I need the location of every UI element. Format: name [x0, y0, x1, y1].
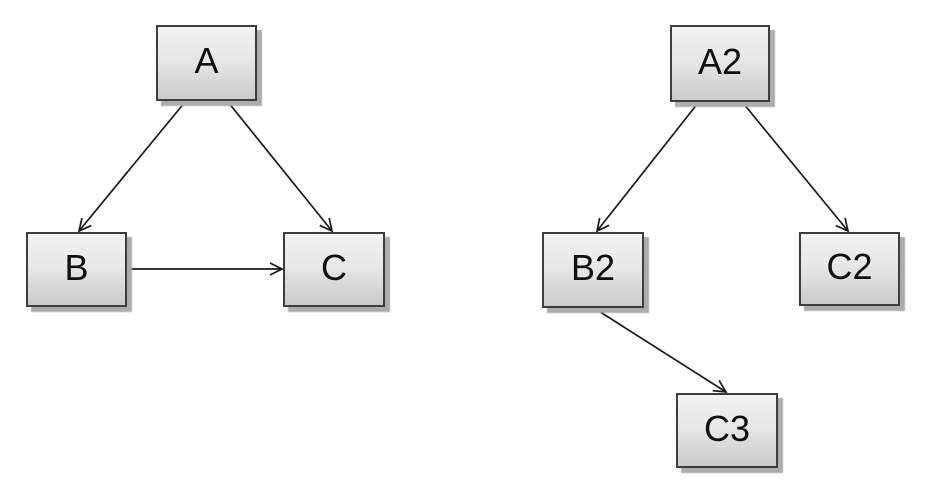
node-B2-label: B2: [570, 247, 616, 288]
edge-B2-to-C3: [593, 307, 728, 394]
edge-A-to-B: [77, 101, 186, 233]
node-A2-label: A2: [697, 40, 743, 82]
node-C: C: [283, 232, 385, 307]
node-C2: C2: [799, 232, 900, 306]
node-A: A: [156, 25, 257, 101]
node-B2: B2: [542, 232, 644, 308]
node-C2-label: C2: [826, 246, 873, 287]
edge-A2-to-B2: [595, 102, 699, 233]
node-B: B: [26, 232, 127, 307]
node-A2: A2: [670, 25, 770, 102]
edge-A2-to-C2: [742, 102, 850, 233]
node-B-label: B: [64, 246, 89, 288]
node-C3-label: C3: [703, 407, 751, 449]
node-A-label: A: [194, 40, 219, 81]
node-C-label: C: [321, 246, 347, 288]
edge-A-to-C: [227, 101, 334, 233]
node-C3: C3: [676, 393, 778, 468]
